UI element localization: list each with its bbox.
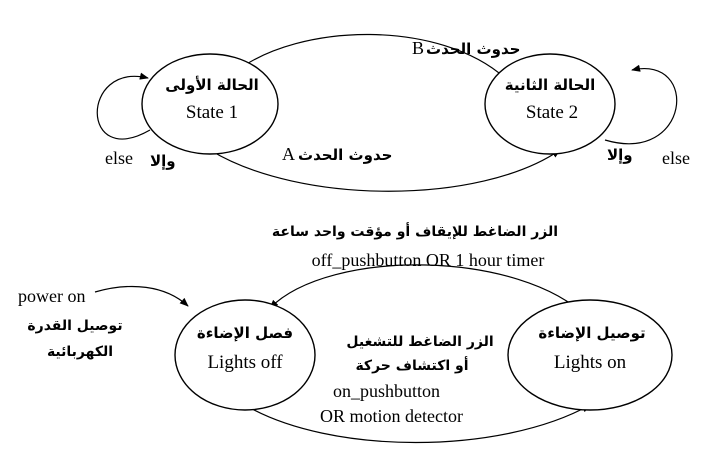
edge-on-label-ar-2: أو اكتشاف حركة <box>355 356 468 374</box>
state2-label-ar: الحالة الثانية <box>505 76 596 94</box>
edge-off-arrow <box>269 264 589 319</box>
edge-b-label-en: B <box>412 38 424 58</box>
state1-label-ar: الحالة الأولى <box>165 76 259 94</box>
edge-a-arrow <box>209 149 561 192</box>
edge-off-label-ar: الزر الضاغط للإيقاف أو مؤقت واحد ساعة <box>272 222 558 240</box>
edge-on-label-ar-1: الزر الضاغط للتشغيل <box>346 334 493 350</box>
power-on-label-ar-1: توصيل القدرة <box>27 318 122 334</box>
edge-b-label-ar: حدوث الحدث <box>426 40 520 58</box>
self-loop-state1-arrow <box>96 72 151 140</box>
self2-label-en: else <box>662 148 690 168</box>
state2-label-en: State 2 <box>526 102 578 123</box>
lights-off-label-en: Lights off <box>207 352 283 373</box>
lights-on-label-en: Lights on <box>554 352 627 373</box>
self-loop-state2-arrow <box>604 64 678 145</box>
self1-label-ar: وإلا <box>150 152 176 170</box>
self1-label-en: else <box>105 148 133 168</box>
lights-on-label-ar: توصيل الإضاءة <box>538 324 645 342</box>
state1-label-en: State 1 <box>186 102 238 123</box>
self2-label-ar: وإلا <box>607 146 633 164</box>
state2-node <box>484 53 616 155</box>
lights-off-node <box>174 299 316 411</box>
edge-a-label-ar: حدوث الحدث <box>298 146 392 164</box>
lights-off-label-ar: فصل الإضاءة <box>197 324 293 342</box>
edge-b-arrow <box>234 33 506 79</box>
power-on-arrow <box>94 285 189 307</box>
edge-on-label-en-2: OR motion detector <box>320 406 463 426</box>
state1-node <box>141 53 279 155</box>
edge-on-label-en-1: on_pushbutton <box>333 381 440 401</box>
power-on-label-ar-2: الكهربائية <box>47 344 113 360</box>
edge-off-label-en: off_pushbutton OR 1 hour timer <box>312 250 545 270</box>
lights-on-node <box>507 299 673 411</box>
edge-a-label-en: A <box>282 144 295 164</box>
power-on-label-en: power on <box>18 286 85 306</box>
edge-on-arrow <box>244 404 591 444</box>
